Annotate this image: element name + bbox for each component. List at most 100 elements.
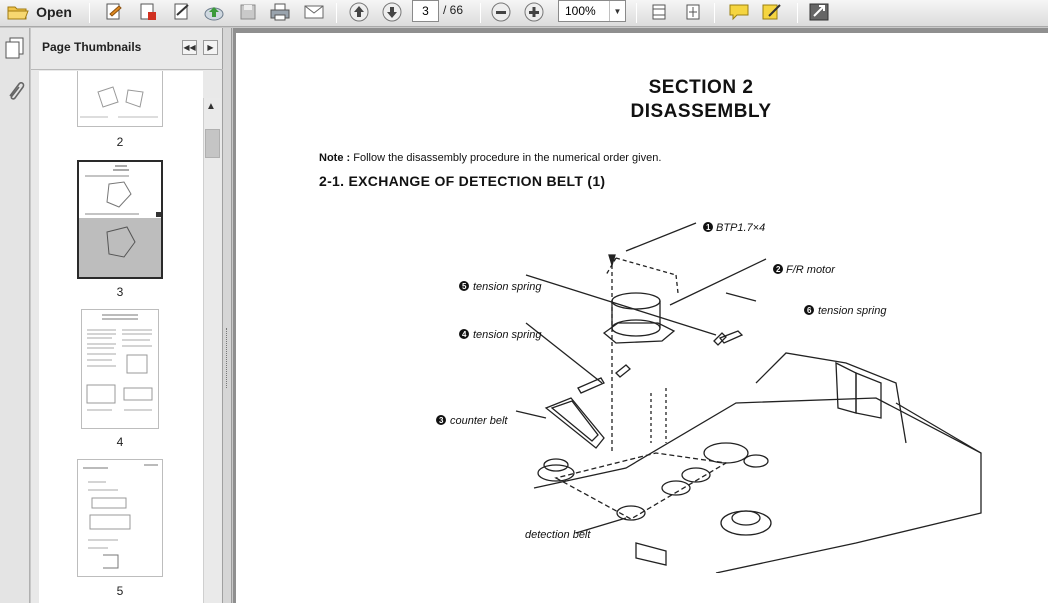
previous-page-icon <box>349 2 369 22</box>
sign-button[interactable] <box>169 0 195 24</box>
thumbnail-label-4: 4 <box>116 435 124 449</box>
print-icon <box>270 3 290 21</box>
thumbnail-image <box>86 314 153 411</box>
section-subtitle: DISASSEMBLY <box>630 101 772 122</box>
thumbnail-page-3[interactable] <box>77 160 163 279</box>
scrollbar-thumb[interactable] <box>205 129 220 158</box>
callout-number-1: 1 <box>706 223 711 232</box>
pages-icon <box>5 37 24 59</box>
splitter-grip[interactable] <box>226 328 228 388</box>
thumbnails-panel: Page Thumbnails ◀◀ ▶ 2 <box>31 28 223 603</box>
zoom-in-button[interactable] <box>521 0 547 24</box>
create-button[interactable] <box>135 0 161 24</box>
callout-tension-spring-6: 6 tension spring <box>804 305 887 317</box>
callout-number-2: 2 <box>776 265 781 274</box>
subsection-heading: 2-1. EXCHANGE OF DETECTION BELT (1) <box>319 173 606 189</box>
sign-icon <box>174 3 189 20</box>
email-button[interactable] <box>300 0 328 24</box>
expand-button[interactable] <box>806 0 832 24</box>
callout-counter-belt: 3 counter belt <box>436 415 508 427</box>
zoom-input[interactable] <box>559 1 609 21</box>
open-button[interactable]: Open <box>4 0 74 24</box>
navigation-strip <box>0 28 30 603</box>
zoom-in-icon <box>524 2 544 22</box>
next-page-icon <box>382 2 402 22</box>
attachment-icon <box>9 81 25 100</box>
zoom-out-button[interactable] <box>488 0 514 24</box>
create-icon <box>140 3 156 20</box>
callout-tension-spring-5: 5 tension spring <box>459 281 542 293</box>
highlight-icon <box>762 4 781 20</box>
thumbnail-page-2[interactable] <box>77 71 163 127</box>
thumbnail-page-4[interactable] <box>81 309 159 429</box>
fit-width-icon <box>686 4 700 20</box>
open-label: Open <box>36 4 72 20</box>
double-chevron-left-icon: ◀◀ <box>183 43 196 52</box>
highlight-button[interactable] <box>759 0 785 24</box>
fit-page-icon <box>652 4 666 20</box>
callout-label-detection-belt: detection belt <box>525 529 591 541</box>
fit-page-button[interactable] <box>646 0 672 24</box>
document-area: SECTION 2 DISASSEMBLY Note : Follow the … <box>233 28 1048 603</box>
callout-number-4: 4 <box>462 330 467 339</box>
upload-button[interactable] <box>201 0 227 24</box>
thumbnail-label-2: 2 <box>116 135 124 149</box>
pages-button[interactable] <box>4 36 26 65</box>
callout-label-btp: BTP1.7×4 <box>716 222 765 234</box>
callout-tension-spring-4: 4 tension spring <box>459 329 542 341</box>
section-title: SECTION 2 <box>648 77 754 98</box>
thumbnail-label-5: 5 <box>116 584 124 598</box>
thumbnail-scrollbar[interactable]: ▲ <box>203 98 221 603</box>
thumbnail-label-3: 3 <box>116 285 124 299</box>
panel-menu-button[interactable]: ▶ <box>203 40 218 55</box>
callout-fr-motor: 2 F/R motor <box>773 264 836 276</box>
callout-number-5: 5 <box>462 282 467 291</box>
next-page-button[interactable] <box>379 0 405 24</box>
page-total: / 66 <box>443 3 464 17</box>
note-label: Note : <box>319 152 351 164</box>
scroll-up-icon[interactable]: ▲ <box>206 101 216 112</box>
callout-number-6: 6 <box>807 306 812 315</box>
note-text: Follow the disassembly procedure in the … <box>350 152 662 164</box>
thumbnail-image <box>83 464 158 569</box>
edit-icon <box>106 3 122 20</box>
thumbnail-page-5[interactable] <box>77 459 163 577</box>
disassembly-diagram: 1 BTP1.7×4 2 F/R motor 5 tension spring … <box>436 222 982 573</box>
thumbnail-image <box>79 165 161 277</box>
thumbnails-header: Page Thumbnails ◀◀ ▶ <box>31 28 223 70</box>
zoom-out-icon <box>491 2 511 22</box>
save-icon <box>240 4 256 20</box>
email-icon <box>304 5 324 19</box>
folder-icon <box>7 6 29 20</box>
thumbnail-list: 2 3 <box>39 71 203 603</box>
callout-label-counter-belt: counter belt <box>450 415 508 427</box>
edit-button[interactable] <box>101 0 127 24</box>
thumbnails-title: Page Thumbnails <box>42 40 142 54</box>
callout-number-3: 3 <box>439 416 444 425</box>
note-line: Note : Follow the disassembly procedure … <box>319 152 661 164</box>
chevron-right-icon: ▶ <box>207 43 214 52</box>
toolbar: Open <box>0 0 1048 27</box>
upload-icon <box>204 7 224 21</box>
callout-label-tension-spring-4: tension spring <box>473 329 542 341</box>
comment-icon <box>729 4 749 21</box>
collapse-panel-button[interactable]: ◀◀ <box>182 40 197 55</box>
attachments-button[interactable] <box>4 78 26 107</box>
comment-button[interactable] <box>726 0 752 24</box>
thumbnail-image <box>80 86 158 118</box>
previous-page-button[interactable] <box>346 0 372 24</box>
page-number-input[interactable] <box>412 0 439 22</box>
expand-icon <box>809 3 829 21</box>
print-button[interactable] <box>266 0 294 24</box>
zoom-select[interactable]: ▼ <box>558 0 626 22</box>
callout-btp: 1 BTP1.7×4 <box>703 222 765 234</box>
panel-splitter[interactable] <box>223 28 232 603</box>
callout-label-fr-motor: F/R motor <box>786 264 836 276</box>
chevron-down-icon[interactable]: ▼ <box>609 1 625 21</box>
callout-label-tension-spring-6: tension spring <box>818 305 887 317</box>
save-button[interactable] <box>235 0 261 24</box>
callout-label-tension-spring-5: tension spring <box>473 281 542 293</box>
fit-width-button[interactable] <box>680 0 706 24</box>
callout-detection-belt: detection belt <box>525 529 591 541</box>
